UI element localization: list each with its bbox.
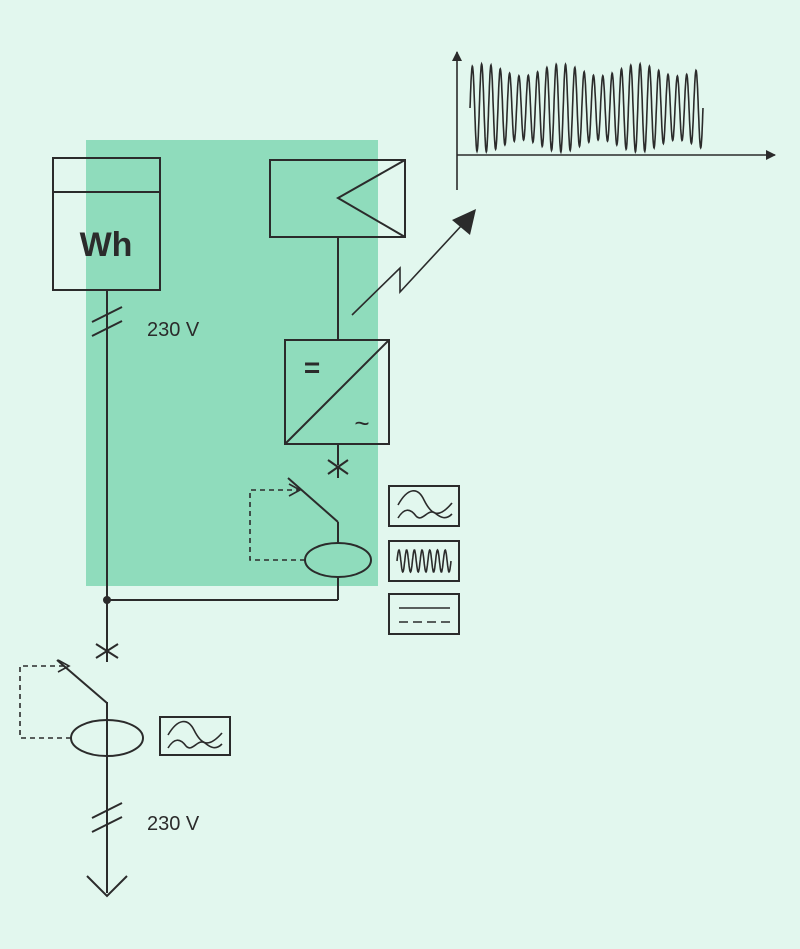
lower-x-mark <box>95 643 119 659</box>
high-frequency-wave-icon <box>388 540 460 582</box>
distorted-wave-icon <box>388 485 460 527</box>
dc-lines-icon <box>388 593 460 635</box>
lower-circuit-breaker <box>19 659 144 757</box>
inverter-dc-symbol: = <box>304 352 320 383</box>
wireless-signal-arrow <box>351 209 476 316</box>
load-arrow <box>86 875 128 898</box>
highlight-area <box>86 140 378 586</box>
junction-dot <box>103 596 111 604</box>
lower-distorted-wave-icon <box>159 716 231 756</box>
meter-label: Wh <box>80 226 133 264</box>
inverter: = ~ <box>284 339 390 445</box>
lower-voltage-label: 230 V <box>147 813 200 835</box>
lower-phase-marks <box>91 802 123 833</box>
upper-voltage-label: 230 V <box>147 319 200 341</box>
upper-phase-marks <box>91 306 123 337</box>
oscillogram-wave <box>469 61 704 155</box>
oscillogram <box>452 51 776 190</box>
inverter-ac-symbol: ~ <box>354 408 369 438</box>
upper-circuit-breaker <box>249 467 372 600</box>
